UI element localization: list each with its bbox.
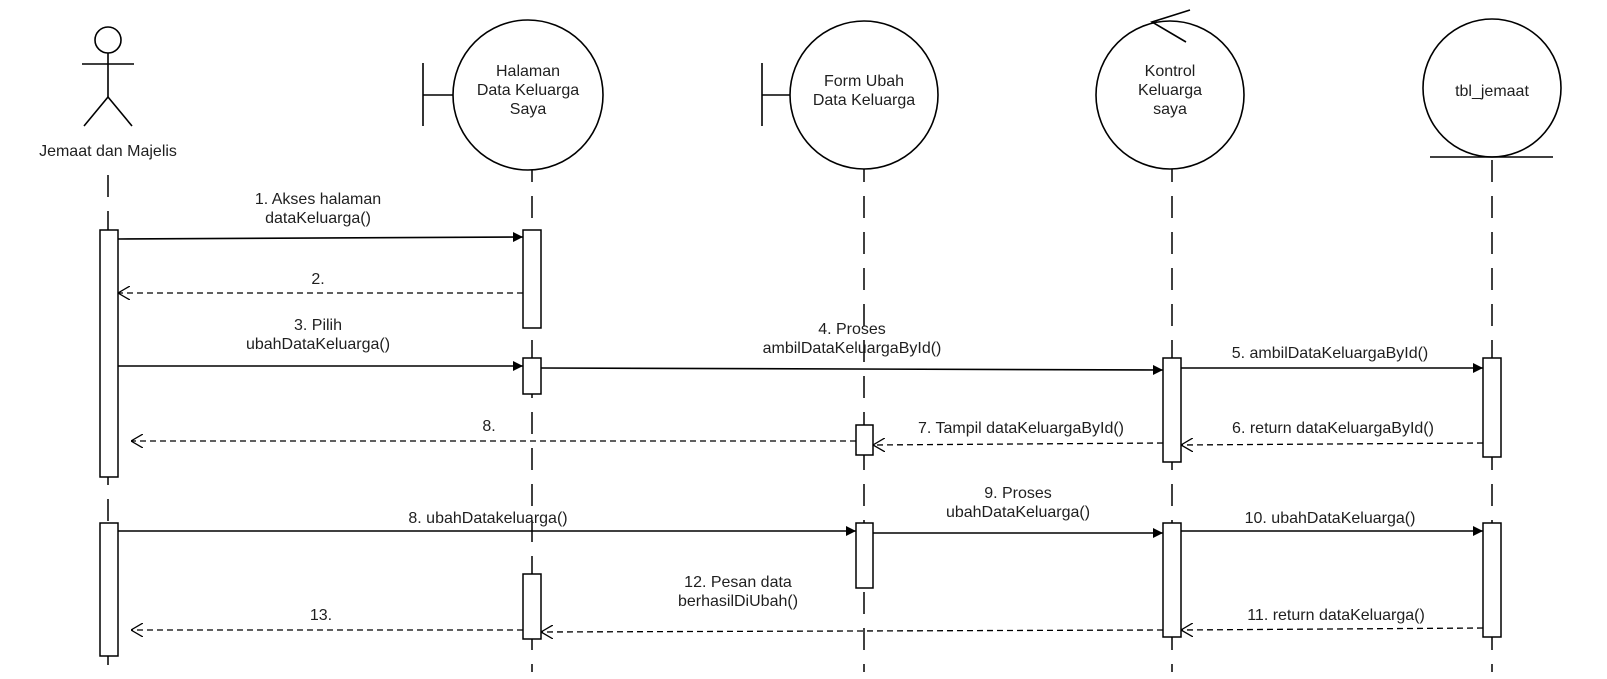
participant-tbl: tbl_jemaat <box>1422 18 1562 158</box>
participant-actor: Jemaat dan Majelis <box>39 26 177 160</box>
message-8-sync: 8. ubahDatakeluarga() <box>118 510 856 536</box>
message-label: 13. <box>310 607 332 624</box>
participant-label: tbl_jemaat <box>1455 83 1529 100</box>
boundary-icon <box>761 20 939 170</box>
actor-icon <box>94 26 122 54</box>
message-5: 5. ambilDataKeluargaById() <box>1181 345 1483 373</box>
message-6: 6. return dataKeluargaById() <box>1181 420 1484 445</box>
activation-bar <box>1162 522 1182 638</box>
activation-bar <box>1162 357 1182 463</box>
message-label: 7. Tampil dataKeluargaById() <box>918 420 1124 437</box>
activation-bar <box>522 357 542 395</box>
activation-bar <box>1482 522 1502 638</box>
message-10: 10. ubahDataKeluarga() <box>1181 510 1483 536</box>
message-7: 7. Tampil dataKeluargaById() <box>873 420 1164 445</box>
activation-bar <box>522 229 542 329</box>
activation-bar <box>99 522 119 657</box>
message-label: 2. <box>311 271 324 288</box>
message-13: 13. <box>131 607 523 630</box>
message-11: 11. return dataKeluarga() <box>1181 607 1484 630</box>
boundary-icon <box>422 19 604 171</box>
message-label: 11. return dataKeluarga() <box>1247 607 1425 624</box>
message-2: 2. <box>118 271 523 293</box>
message-label: 5. ambilDataKeluargaById() <box>1232 345 1429 362</box>
activation-bar <box>99 229 119 478</box>
message-label: 8. <box>482 418 495 435</box>
activation-bar <box>1482 357 1502 458</box>
entity-icon <box>1422 18 1562 158</box>
message-label: 8. ubahDatakeluarga() <box>408 510 567 527</box>
activation-bar <box>855 522 874 589</box>
activation-bar <box>855 424 874 456</box>
participant-label: Jemaat dan Majelis <box>39 143 177 160</box>
message-label: 6. return dataKeluargaById() <box>1232 420 1434 437</box>
control-icon <box>1095 9 1245 170</box>
message-label: 10. ubahDataKeluarga() <box>1245 510 1416 527</box>
activation-bar <box>522 573 542 640</box>
message-8-return: 8. <box>131 418 856 441</box>
